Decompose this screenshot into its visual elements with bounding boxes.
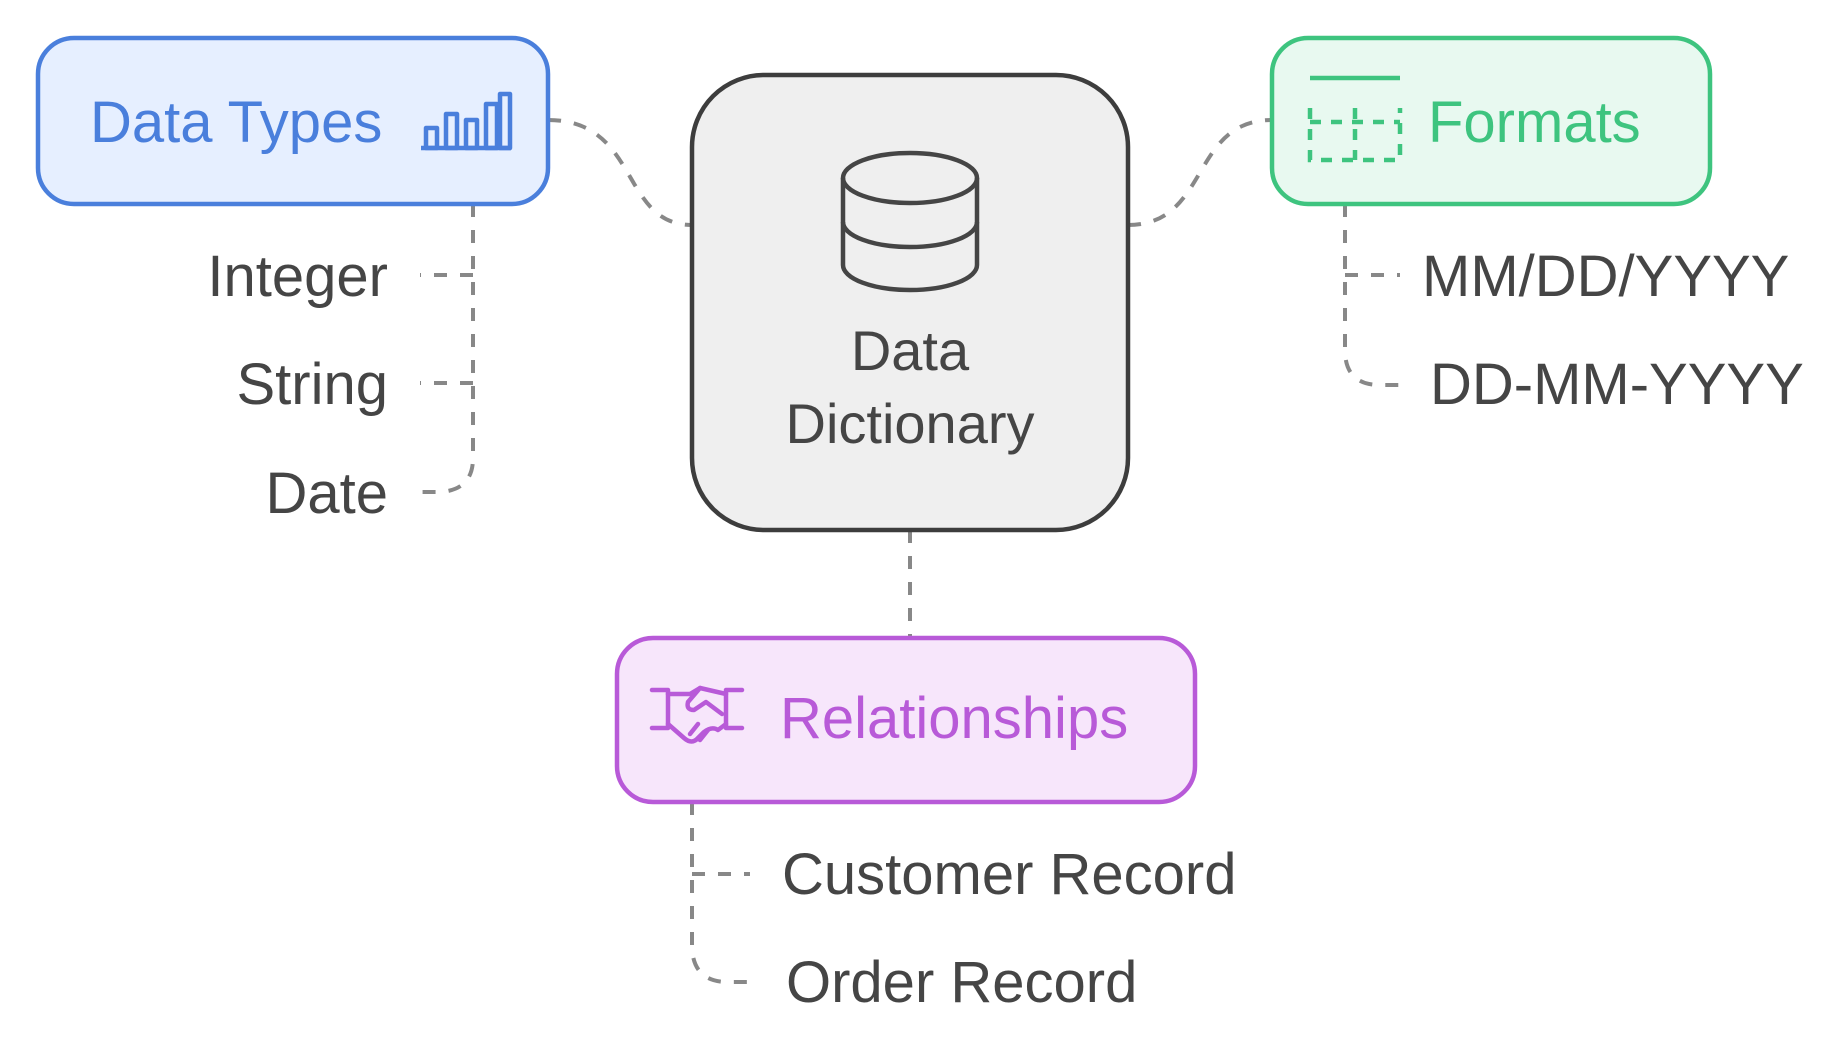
data-type-integer: Integer xyxy=(207,244,388,309)
connector-center-formats xyxy=(1127,118,1273,227)
bar-chart-icon xyxy=(421,91,513,151)
relationships-box xyxy=(614,635,1198,805)
data-type-date: Date xyxy=(265,461,388,526)
relationships-node: Relationships xyxy=(614,635,1198,805)
format-mmddyyyy: MM/DD/YYYY xyxy=(1422,244,1789,309)
formats-title: Formats xyxy=(1428,90,1641,155)
relationships-title: Relationships xyxy=(780,686,1128,751)
formats-node: Formats xyxy=(1269,35,1713,207)
connector-datatypes-center xyxy=(547,118,693,227)
connector-datatypes-trunk xyxy=(420,204,475,494)
data-types-node: Data Types xyxy=(35,35,551,207)
relationship-customer-record: Customer Record xyxy=(782,842,1236,907)
center-title-line2: Dictionary xyxy=(786,392,1035,455)
center-title-line1: Data xyxy=(851,319,970,382)
database-icon xyxy=(840,150,980,293)
center-node-box xyxy=(689,72,1131,533)
connector-formats-trunk xyxy=(1343,204,1400,387)
relationship-order-record: Order Record xyxy=(786,950,1137,1015)
connectors xyxy=(420,118,1400,984)
connector-relationships-trunk xyxy=(690,802,750,984)
handshake-icon xyxy=(649,685,745,744)
table-layout-icon xyxy=(1307,75,1403,163)
data-type-string: String xyxy=(236,352,388,417)
center-node: Data Dictionary xyxy=(689,72,1131,533)
data-types-title: Data Types xyxy=(90,90,382,155)
format-ddmmyyyy: DD-MM-YYYY xyxy=(1430,352,1804,417)
data-types-box xyxy=(35,35,551,207)
